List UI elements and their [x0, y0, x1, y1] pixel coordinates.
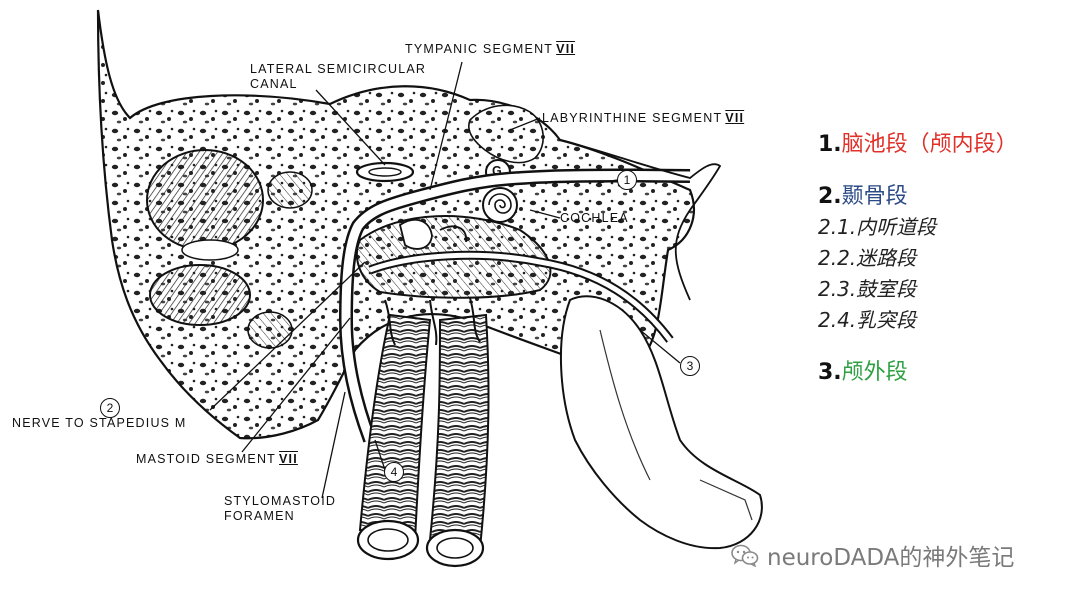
vascular-tubes: [356, 313, 490, 568]
cochlea-spiral: [482, 187, 518, 223]
wechat-icon: [731, 544, 759, 567]
marker-1: 1: [617, 170, 637, 190]
legend-sub-item: 2.2.迷路段: [818, 246, 917, 270]
legend-sub-item: 2.1.内听道段: [818, 215, 937, 239]
marker-3: 3: [680, 356, 700, 376]
legend-item-3: 3.颅外段: [818, 360, 908, 385]
leader-lines: [209, 61, 681, 499]
label-geniculate: G: [492, 164, 502, 178]
label-cochlea: COCHLEA: [560, 211, 629, 225]
label-nerve-to-stapedius: NERVE TO STAPEDIUS m: [12, 416, 187, 430]
watermark: neuroDADA的神外笔记: [731, 538, 1071, 572]
marker-2: 2: [100, 398, 120, 418]
label-lateral-semicircular-canal: LATERAL SEMICIRCULAR CANAL: [250, 62, 427, 91]
legend-sub-item: 2.4.乳突段: [818, 308, 917, 332]
mastoid-air-cells: [146, 149, 264, 251]
marker-4: 4: [384, 462, 404, 482]
segment-legend: 1.脑池段（颅内段） 2.颞骨段 2.1.内听道段 2.2.迷路段 2.3.鼓室…: [818, 130, 1078, 388]
semicircular-canal: [355, 161, 415, 183]
legend-item-2: 2.颞骨段: [818, 184, 908, 209]
watermark-text: neuroDADA的神外笔记: [767, 545, 1015, 571]
legend-item-1: 1.脑池段（颅内段）: [818, 132, 1018, 157]
label-stylomastoid-foramen: STYLOMASTOID FORAMEN: [224, 494, 337, 523]
legend-sub-item: 2.3.鼓室段: [818, 277, 917, 301]
